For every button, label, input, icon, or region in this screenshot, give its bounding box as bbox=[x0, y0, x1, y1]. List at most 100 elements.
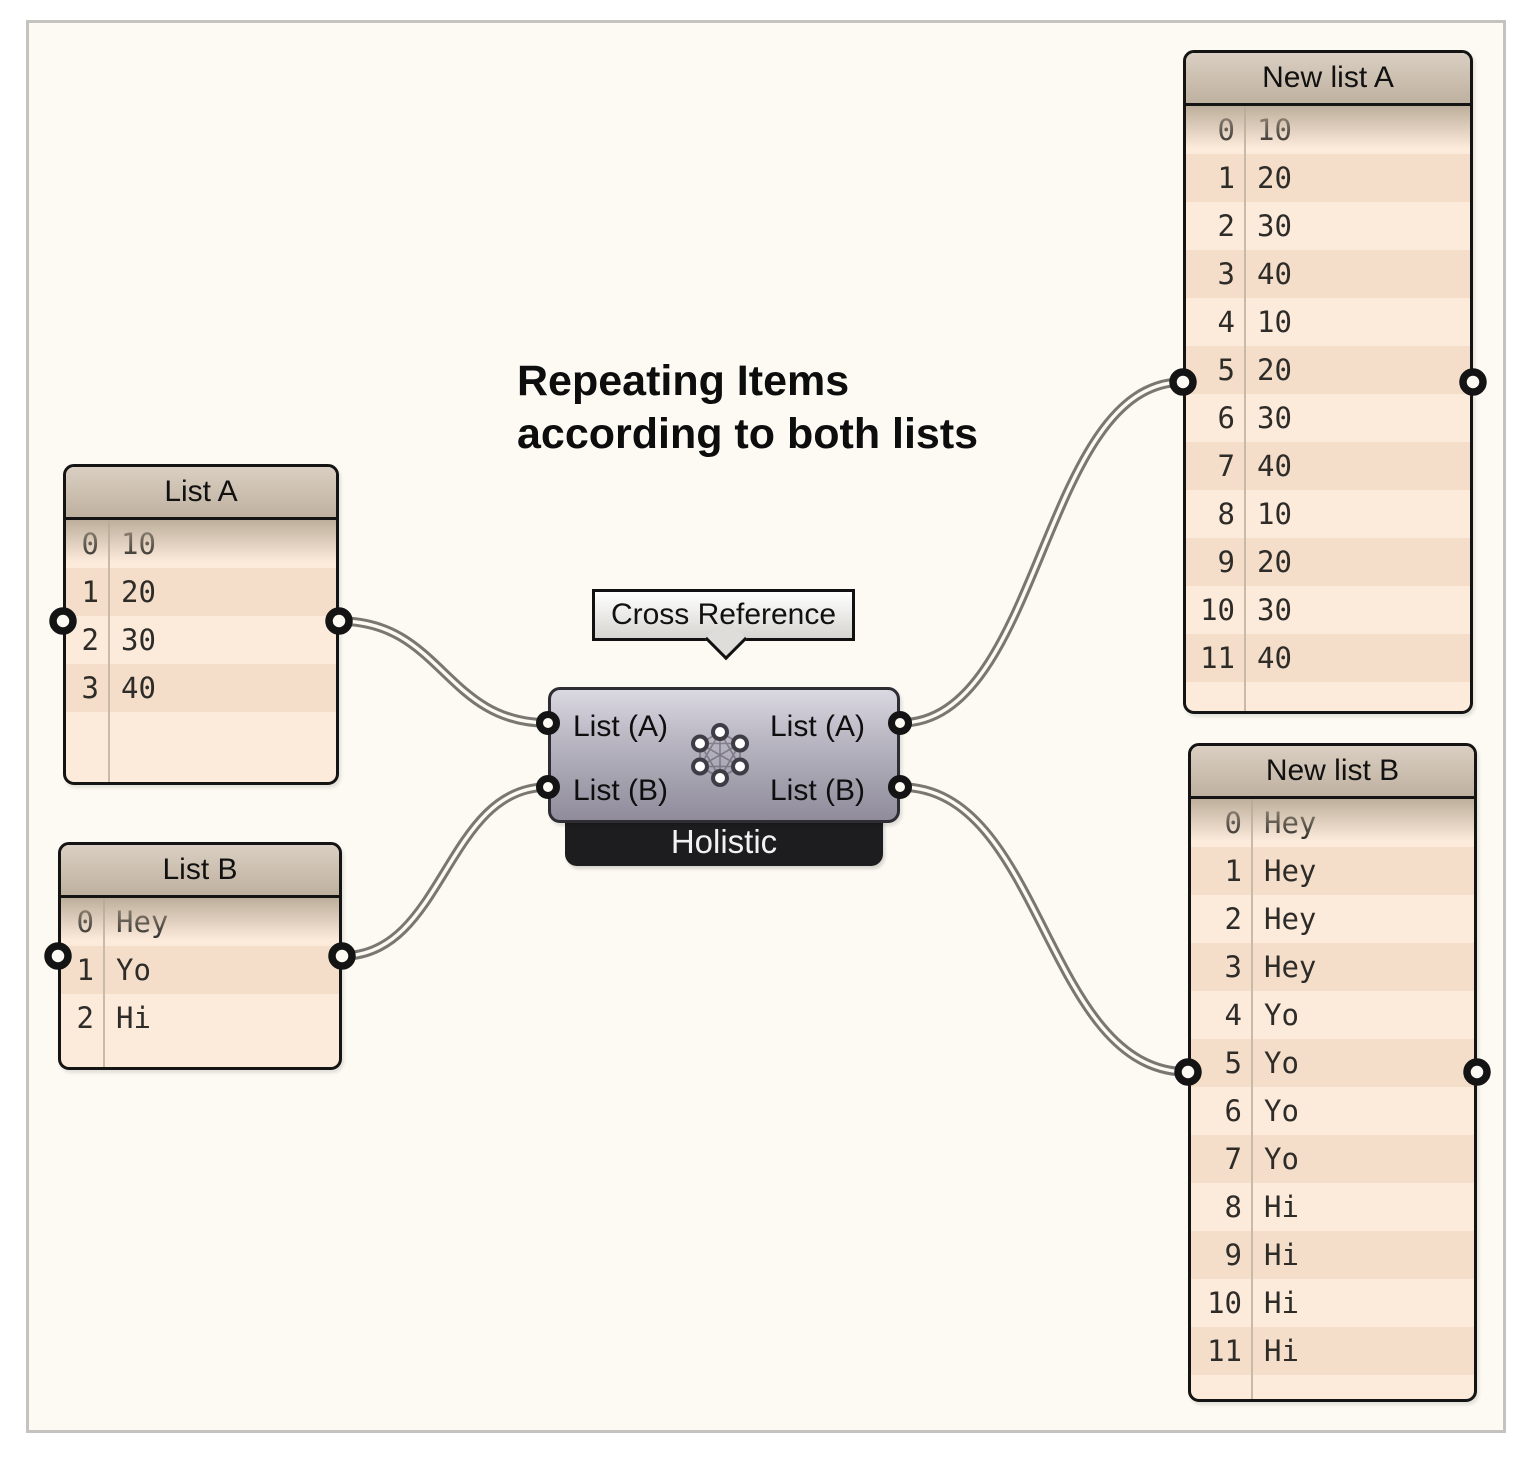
row-index: 3 bbox=[81, 671, 99, 705]
canvas-annotation-title: Repeating Items according to both lists bbox=[517, 355, 978, 461]
title-line-2: according to both lists bbox=[517, 410, 979, 458]
row-value: Hi bbox=[1264, 1238, 1299, 1272]
row-value: 20 bbox=[121, 575, 156, 609]
row-value: Hi bbox=[1264, 1286, 1299, 1320]
row-index: 11 bbox=[1200, 641, 1235, 675]
row-index: 0 bbox=[1217, 113, 1235, 147]
row-index: 2 bbox=[81, 623, 99, 657]
panel-row: 2 Hi bbox=[61, 994, 339, 1042]
panel-row: 0 Hey bbox=[61, 898, 339, 946]
panel-row: 4 10 bbox=[1186, 298, 1470, 346]
row-value: Hey bbox=[116, 905, 169, 939]
row-value: Hi bbox=[1264, 1190, 1299, 1224]
row-index: 7 bbox=[1217, 449, 1235, 483]
panel-row: 1 Hey bbox=[1191, 847, 1474, 895]
panel-row: 0 10 bbox=[1186, 106, 1470, 154]
input-label-list-b[interactable]: List (B) bbox=[573, 774, 669, 807]
tooltip-text: Cross Reference bbox=[610, 598, 837, 631]
row-index: 3 bbox=[1217, 257, 1235, 291]
row-value: Yo bbox=[1264, 1094, 1299, 1128]
row-index: 8 bbox=[1224, 1190, 1242, 1224]
panel-row: 11 40 bbox=[1186, 634, 1470, 682]
row-index: 3 bbox=[1224, 950, 1242, 984]
cross-reference-component[interactable]: List (A) List (B) List (A) List (B) bbox=[548, 687, 900, 823]
row-value: 30 bbox=[1257, 593, 1292, 627]
row-value: Yo bbox=[116, 953, 151, 987]
panel-new-list-b-title[interactable]: New list B bbox=[1191, 746, 1474, 799]
row-index: 2 bbox=[76, 1001, 94, 1035]
panel-row: 5 20 bbox=[1186, 346, 1470, 394]
row-value: 10 bbox=[1257, 305, 1292, 339]
panel-row: 2 30 bbox=[66, 616, 336, 664]
panel-row: 3 40 bbox=[1186, 250, 1470, 298]
row-value: 30 bbox=[1257, 209, 1292, 243]
panel-list-b-title[interactable]: List B bbox=[61, 845, 339, 898]
row-index: 5 bbox=[1224, 1046, 1242, 1080]
row-index: 10 bbox=[1200, 593, 1235, 627]
row-index: 6 bbox=[1217, 401, 1235, 435]
panel-list-a-title[interactable]: List A bbox=[66, 467, 336, 520]
row-index: 11 bbox=[1207, 1334, 1242, 1368]
row-index: 0 bbox=[76, 905, 94, 939]
panel-row: 10 30 bbox=[1186, 586, 1470, 634]
row-index: 7 bbox=[1224, 1142, 1242, 1176]
output-label-list-a[interactable]: List (A) bbox=[769, 710, 865, 743]
row-index: 0 bbox=[1224, 806, 1242, 840]
row-value: 40 bbox=[121, 671, 156, 705]
panel-list-b-rows: 0 Hey 1 Yo 2 Hi bbox=[61, 898, 339, 1067]
panel-row: 1 Yo bbox=[61, 946, 339, 994]
row-value: Hey bbox=[1264, 854, 1317, 888]
row-value: Hi bbox=[1264, 1334, 1299, 1368]
panel-row: 11 Hi bbox=[1191, 1327, 1474, 1375]
panel-row: 3 40 bbox=[66, 664, 336, 712]
row-value: Yo bbox=[1264, 1142, 1299, 1176]
panel-row: 7 Yo bbox=[1191, 1135, 1474, 1183]
component-nickname-tab[interactable]: Holistic bbox=[565, 818, 883, 866]
row-index: 10 bbox=[1207, 1286, 1242, 1320]
row-value: 20 bbox=[1257, 353, 1292, 387]
row-index: 1 bbox=[1224, 854, 1242, 888]
output-label-list-b[interactable]: List (B) bbox=[769, 774, 865, 807]
row-value: 30 bbox=[1257, 401, 1292, 435]
row-value: 40 bbox=[1257, 257, 1292, 291]
row-value: 10 bbox=[1257, 113, 1292, 147]
row-value: Hi bbox=[116, 1001, 151, 1035]
row-index: 8 bbox=[1217, 497, 1235, 531]
row-index: 2 bbox=[1224, 902, 1242, 936]
row-index: 1 bbox=[76, 953, 94, 987]
row-value: 10 bbox=[1257, 497, 1292, 531]
row-index: 6 bbox=[1224, 1094, 1242, 1128]
row-value: 20 bbox=[1257, 161, 1292, 195]
panel-row: 8 Hi bbox=[1191, 1183, 1474, 1231]
row-value: 40 bbox=[1257, 641, 1292, 675]
panel-row: 6 Yo bbox=[1191, 1087, 1474, 1135]
row-index: 0 bbox=[81, 527, 99, 561]
panel-row: 6 30 bbox=[1186, 394, 1470, 442]
row-index: 5 bbox=[1217, 353, 1235, 387]
panel-list-b[interactable]: List B 0 Hey 1 Yo 2 Hi bbox=[58, 842, 342, 1070]
row-index: 4 bbox=[1217, 305, 1235, 339]
row-value: 20 bbox=[1257, 545, 1292, 579]
panel-new-list-a-title[interactable]: New list A bbox=[1186, 53, 1470, 106]
input-label-list-a[interactable]: List (A) bbox=[573, 710, 669, 743]
hex-dots-icon bbox=[691, 723, 749, 787]
panel-row: 10 Hi bbox=[1191, 1279, 1474, 1327]
row-index: 4 bbox=[1224, 998, 1242, 1032]
component-tooltip: Cross Reference bbox=[592, 589, 855, 661]
row-value: 30 bbox=[121, 623, 156, 657]
